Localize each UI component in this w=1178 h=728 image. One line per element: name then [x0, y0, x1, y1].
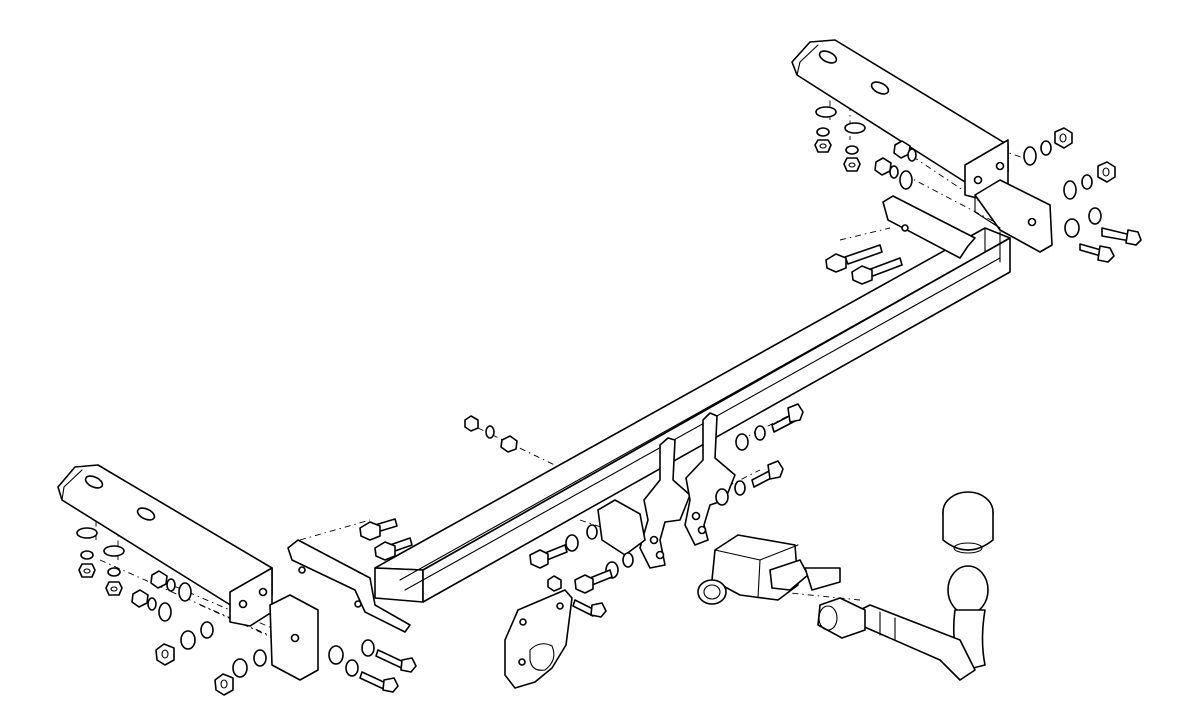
right-bracket-fasteners-right	[1023, 127, 1116, 200]
center-hanger-plates	[597, 412, 736, 569]
left-side-bracket	[57, 464, 273, 627]
ball-neck	[817, 491, 994, 681]
center-front-fasteners	[529, 403, 804, 594]
right-mounting-plate	[974, 179, 1142, 263]
center-top-fasteners	[464, 415, 518, 453]
left-bracket-fasteners	[76, 527, 192, 622]
left-beam-endplate	[287, 518, 417, 693]
right-beam-endplate	[825, 195, 976, 285]
socket-plate	[504, 589, 607, 689]
right-bracket-fasteners-left	[814, 106, 917, 190]
left-mounting-plate	[155, 594, 319, 696]
lock-receiver	[697, 534, 841, 605]
cross-beam	[374, 227, 1011, 603]
